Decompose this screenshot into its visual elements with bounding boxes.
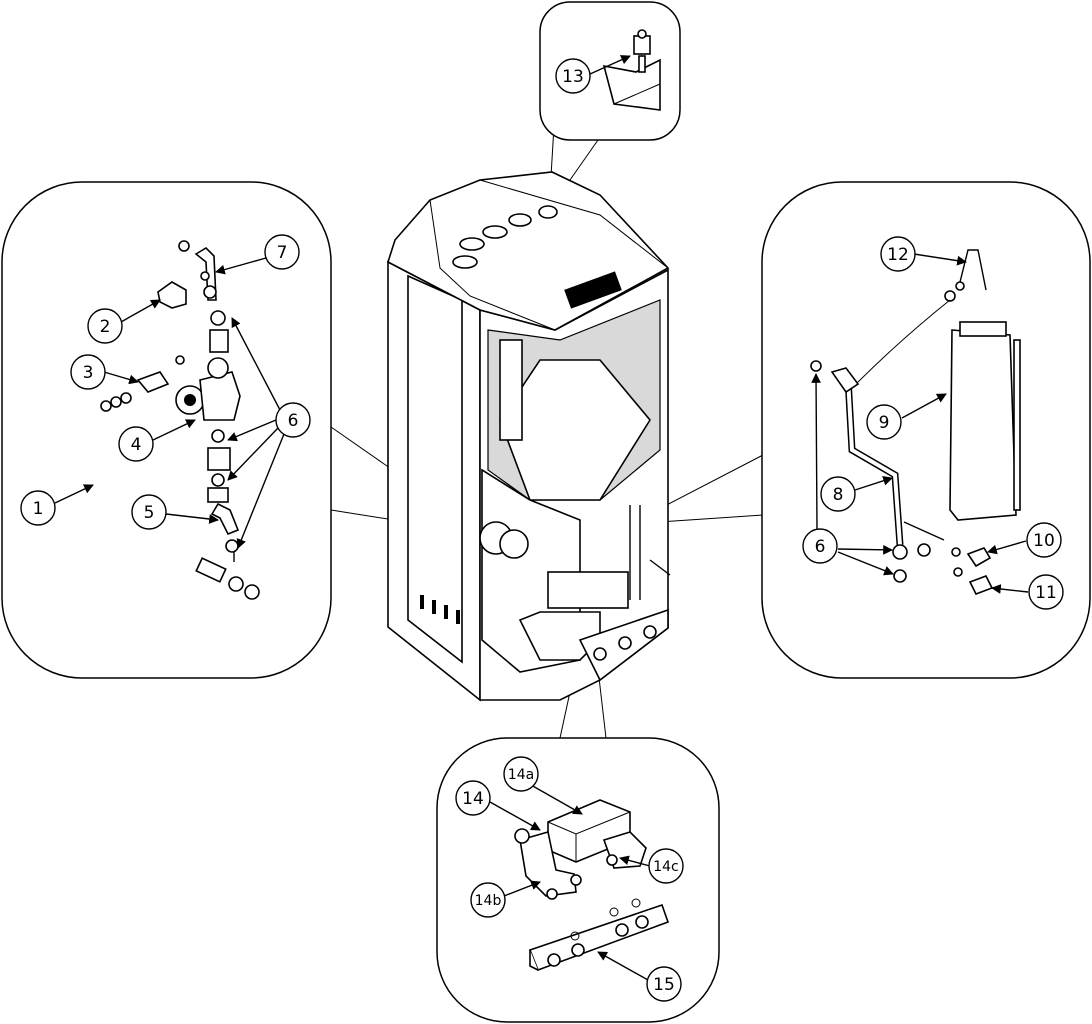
callout-14b: 14b <box>470 882 506 918</box>
callout-label: 5 <box>144 503 155 523</box>
callout-label: 1 <box>33 499 44 519</box>
callout-arrows <box>54 55 1029 981</box>
callout-12: 12 <box>880 236 916 272</box>
callout-label: 14 <box>462 789 484 809</box>
left-detail-panel <box>1 181 332 679</box>
top-detail-panel <box>539 1 681 141</box>
control-knob-icon <box>508 213 532 227</box>
control-knob-icon <box>538 205 558 219</box>
callout-label: 14a <box>508 767 534 783</box>
callout-label: 15 <box>653 975 675 995</box>
expansion-vessel-icon <box>949 329 1017 521</box>
callout-label: 10 <box>1033 531 1055 551</box>
control-knob-icon <box>482 225 508 239</box>
callout-5: 5 <box>131 494 167 530</box>
callout-2: 2 <box>87 308 123 344</box>
callout-label: 11 <box>1035 583 1057 603</box>
callout-label: 4 <box>131 435 142 455</box>
callout-14c: 14c <box>648 848 684 884</box>
callout-label: 14b <box>475 893 502 909</box>
control-knob-icon <box>452 255 478 269</box>
callout-4: 4 <box>118 426 154 462</box>
callout-label: 2 <box>100 317 111 337</box>
callout-15: 15 <box>646 966 682 1002</box>
callout-14a: 14a <box>503 756 539 792</box>
callout-1: 1 <box>20 490 56 526</box>
heat-exchanger-block <box>547 571 629 609</box>
callout-8: 8 <box>820 476 856 512</box>
callout-label: 6 <box>288 411 299 431</box>
control-knob-icon <box>459 237 485 251</box>
callout-label: 7 <box>277 243 288 263</box>
boiler-unit <box>387 171 671 702</box>
callout-11: 11 <box>1028 574 1064 610</box>
callout-13: 13 <box>555 58 591 94</box>
callout-3: 3 <box>70 354 106 390</box>
callout-10: 10 <box>1026 522 1062 558</box>
callout-label: 14c <box>653 859 679 875</box>
callout-label: 9 <box>879 413 890 433</box>
callout-6-right: 6 <box>802 528 838 564</box>
callout-label: 13 <box>562 67 584 87</box>
callout-6-left: 6 <box>275 402 311 438</box>
callout-label: 3 <box>83 363 94 383</box>
callout-14: 14 <box>455 780 491 816</box>
callout-7: 7 <box>264 234 300 270</box>
display-panel <box>564 271 622 309</box>
callout-label: 8 <box>833 485 844 505</box>
callout-label: 12 <box>887 245 909 265</box>
callout-label: 6 <box>815 537 826 557</box>
bottom-detail-panel <box>436 737 720 1023</box>
callout-9: 9 <box>866 404 902 440</box>
